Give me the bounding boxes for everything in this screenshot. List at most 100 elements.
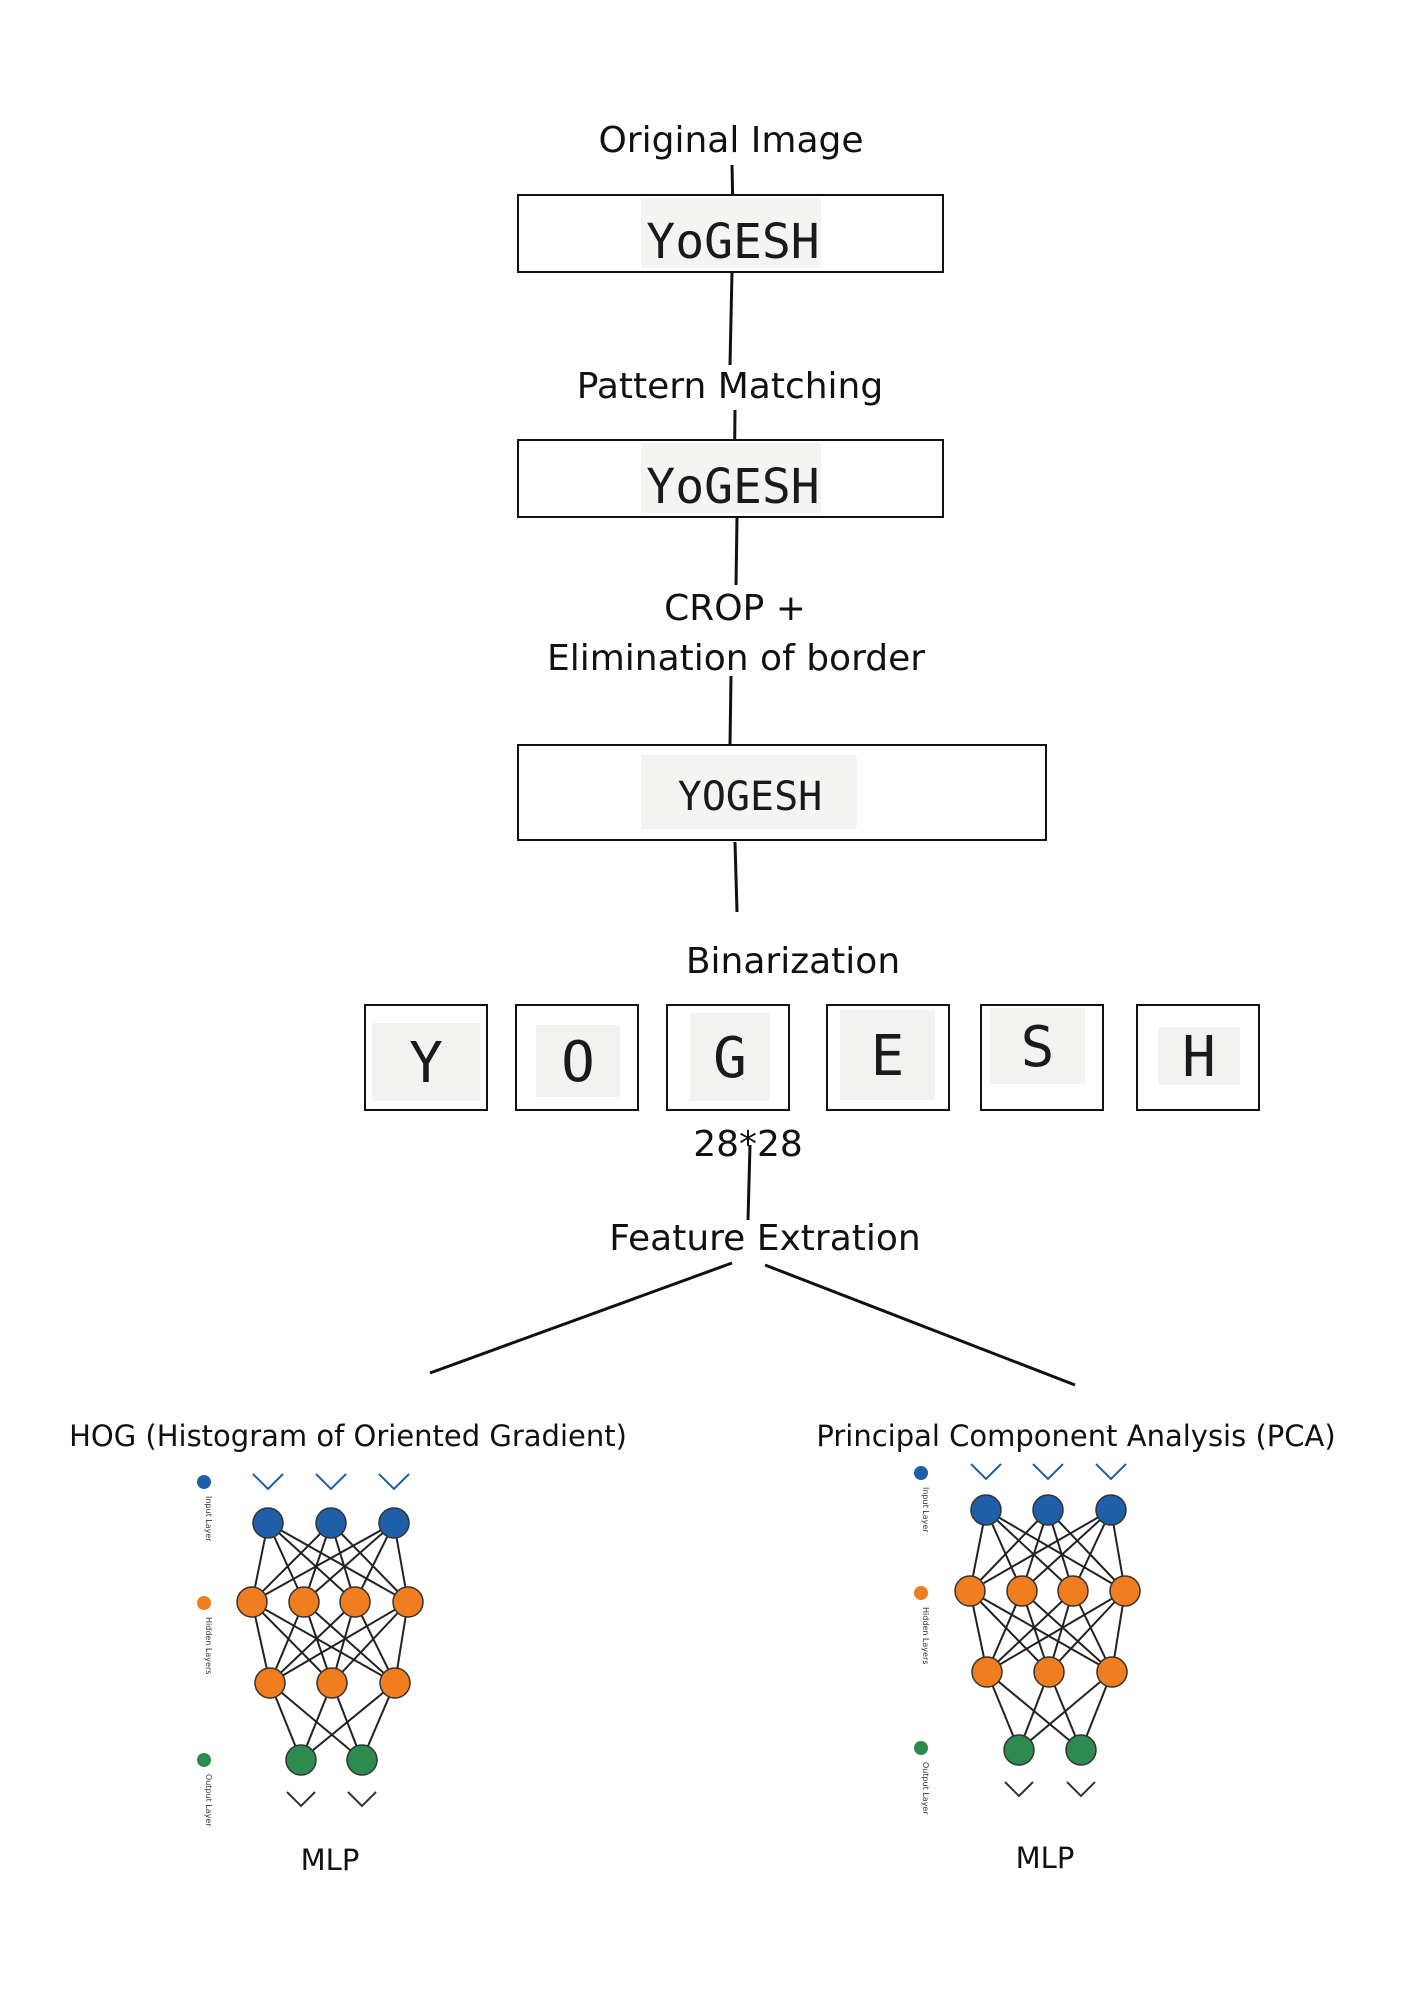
- network-edge: [985, 1509, 1074, 1592]
- connector-line: [734, 517, 739, 586]
- hidden-node: [288, 1586, 320, 1618]
- step-original-image: Original Image: [598, 120, 863, 161]
- character-image: [1158, 1027, 1240, 1085]
- character-image: [372, 1023, 480, 1101]
- original-word-image: [641, 198, 821, 268]
- connector-line: [733, 841, 739, 913]
- legend-dot-input: [914, 1466, 928, 1480]
- output-chevron-icon: [347, 1791, 377, 1808]
- character-image: [990, 1008, 1085, 1084]
- hidden-node: [379, 1667, 411, 1699]
- network-edge: [331, 1601, 409, 1684]
- legend-dot-output: [914, 1741, 928, 1755]
- pattern-matching-box: YoGESH: [517, 439, 944, 518]
- network-edge: [969, 1590, 1050, 1673]
- input-node: [378, 1507, 410, 1539]
- original-image-box: YoGESH: [517, 194, 944, 273]
- hidden-node: [1006, 1575, 1038, 1607]
- character-image: [536, 1025, 620, 1097]
- character-box: Y: [364, 1004, 488, 1111]
- network-edge: [986, 1590, 1126, 1673]
- character-box: H: [1136, 1004, 1260, 1111]
- network-edge: [969, 1509, 1049, 1592]
- branch-line-right: [764, 1263, 1076, 1387]
- hidden-node: [1096, 1656, 1128, 1688]
- connector-line: [746, 1144, 752, 1221]
- hog-title: HOG (Histogram of Oriented Gradient): [69, 1419, 627, 1453]
- hidden-node: [1109, 1575, 1141, 1607]
- output-node: [1065, 1734, 1097, 1766]
- pca-title: Principal Component Analysis (PCA): [816, 1419, 1335, 1453]
- legend-label-output: Output Layer: [921, 1762, 930, 1815]
- matched-word-image: [641, 443, 821, 513]
- hidden-node: [316, 1667, 348, 1699]
- network-edges: [251, 1522, 409, 1761]
- character-glyph: Y: [409, 1031, 443, 1096]
- step-pattern-matching: Pattern Matching: [577, 366, 883, 407]
- network-edge: [267, 1522, 409, 1603]
- network-edge: [269, 1601, 409, 1684]
- output-chevron-icon: [1004, 1781, 1034, 1798]
- input-chevron-icon: [970, 1463, 1002, 1481]
- hidden-node: [954, 1575, 986, 1607]
- network-edge: [1018, 1671, 1113, 1751]
- network-edge: [267, 1522, 356, 1603]
- step-feature-extraction: Feature Extration: [609, 1218, 920, 1259]
- hidden-node: [236, 1586, 268, 1618]
- network-edge: [303, 1522, 395, 1603]
- network-edge: [1021, 1590, 1113, 1673]
- character-glyph: E: [871, 1024, 905, 1089]
- output-chevron-icon: [286, 1791, 316, 1808]
- cropped-word-text: YOGESH: [678, 774, 823, 820]
- hidden-node: [339, 1586, 371, 1618]
- legend-dot-hidden: [914, 1586, 928, 1600]
- hidden-node: [392, 1586, 424, 1618]
- legend-label-hidden: Hidden Layers: [204, 1617, 213, 1674]
- original-word-text: YoGESH: [646, 214, 819, 270]
- network-edge: [985, 1509, 1126, 1592]
- character-glyph: O: [561, 1030, 595, 1095]
- legend-dot-output: [197, 1753, 211, 1767]
- connectors: [429, 164, 1076, 1387]
- input-node: [252, 1507, 284, 1539]
- output-chevron-icon: [1066, 1781, 1096, 1798]
- cropped-image-box: YOGESH: [517, 744, 1047, 841]
- legend-label-input: Input Layer: [204, 1496, 213, 1542]
- step-binarization: Binarization: [686, 941, 900, 982]
- network-edge: [986, 1590, 1074, 1673]
- character-glyph: H: [1182, 1025, 1216, 1090]
- step-crop: CROP +: [664, 588, 806, 629]
- legend-dot-hidden: [197, 1596, 211, 1610]
- cropped-word-image: [641, 755, 857, 829]
- output-node: [346, 1744, 378, 1776]
- input-node: [970, 1494, 1002, 1526]
- character-box: O: [515, 1004, 639, 1111]
- input-node: [1095, 1494, 1127, 1526]
- input-chevron-icon: [252, 1473, 284, 1491]
- output-node: [1003, 1734, 1035, 1766]
- input-node: [1032, 1494, 1064, 1526]
- character-glyph: G: [713, 1026, 747, 1091]
- input-chevron-icon: [315, 1473, 347, 1491]
- legend-label-input: Input Layer: [921, 1487, 930, 1533]
- mlp-label-left: MLP: [301, 1843, 360, 1877]
- output-node: [285, 1744, 317, 1776]
- network-edge: [251, 1601, 396, 1684]
- network-edge: [1047, 1509, 1126, 1592]
- hidden-node: [971, 1656, 1003, 1688]
- hidden-node: [254, 1667, 286, 1699]
- connector-line: [728, 271, 734, 366]
- mlp-label-right: MLP: [1016, 1841, 1075, 1875]
- character-image: [840, 1010, 935, 1100]
- network-edge: [303, 1601, 396, 1684]
- hidden-node: [1057, 1575, 1089, 1607]
- network-edge: [1048, 1590, 1126, 1673]
- network-edge: [269, 1601, 356, 1684]
- network-edge: [251, 1601, 333, 1684]
- character-box: S: [980, 1004, 1104, 1111]
- hidden-node: [1033, 1656, 1065, 1688]
- input-node: [315, 1507, 347, 1539]
